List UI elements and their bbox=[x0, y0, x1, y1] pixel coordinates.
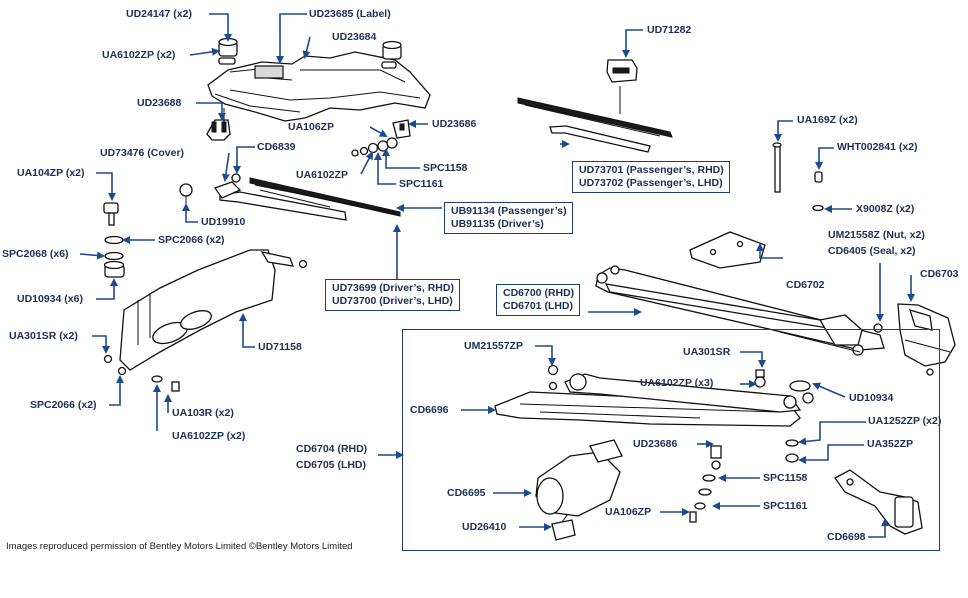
label-x9008z[interactable]: X9008Z (x2) bbox=[856, 203, 915, 215]
passenger-wiper-arm-drawing bbox=[517, 59, 673, 153]
label-ud73701[interactable]: UD73701 (Passenger’s, RHD) bbox=[579, 164, 724, 176]
label-ud10934-x6[interactable]: UD10934 (x6) bbox=[17, 293, 83, 305]
label-ud26410[interactable]: UD26410 bbox=[462, 521, 507, 533]
label-cd6702[interactable]: CD6702 bbox=[786, 279, 825, 291]
label-spc1161-top[interactable]: SPC1161 bbox=[399, 178, 444, 190]
label-cd6405[interactable]: CD6405 (Seal, x2) bbox=[828, 245, 916, 257]
label-ub91134[interactable]: UB91134 (Passenger’s) bbox=[451, 205, 567, 217]
label-cd6701[interactable]: CD6701 (LHD) bbox=[503, 300, 574, 312]
crank-arm-cd6698-drawing bbox=[834, 469, 923, 535]
label-ud73702[interactable]: UD73702 (Passenger’s, LHD) bbox=[579, 177, 723, 189]
label-ua106zp-bottom[interactable]: UA106ZP bbox=[605, 506, 652, 518]
grommet-drawings bbox=[218, 37, 402, 69]
label-ud73700[interactable]: UD73700 (Driver’s, LHD) bbox=[332, 295, 453, 307]
label-ua6102zp-x2-top[interactable]: UA6102ZP (x2) bbox=[102, 49, 176, 61]
label-spc2068[interactable]: SPC2068 (x6) bbox=[2, 248, 69, 260]
label-um21557zp[interactable]: UM21557ZP bbox=[464, 340, 523, 352]
label-ua6102zp-x3[interactable]: UA6102ZP (x3) bbox=[640, 377, 714, 389]
label-cd6698[interactable]: CD6698 bbox=[827, 531, 866, 543]
label-ua169z[interactable]: UA169Z (x2) bbox=[797, 114, 858, 126]
label-spc1161-bottom[interactable]: SPC1161 bbox=[763, 500, 808, 512]
label-ua104zp[interactable]: UA104ZP (x2) bbox=[17, 167, 85, 179]
label-spc2066-x2-top[interactable]: SPC2066 (x2) bbox=[158, 234, 225, 246]
label-ua301sr[interactable]: UA301SR bbox=[683, 346, 731, 358]
label-ud73476[interactable]: UD73476 (Cover) bbox=[100, 147, 185, 159]
label-ub91135[interactable]: UB91135 (Driver’s) bbox=[451, 218, 544, 230]
label-ua6102zp-x2-bottom[interactable]: UA6102ZP (x2) bbox=[172, 430, 246, 442]
label-cd6695[interactable]: CD6695 bbox=[447, 487, 486, 499]
callout-box-passenger-blade: UD73701 (Passenger’s, RHD) UD73702 (Pass… bbox=[572, 161, 730, 193]
scuttle-cover-drawing bbox=[207, 51, 431, 122]
label-ud10934[interactable]: UD10934 bbox=[849, 392, 894, 404]
label-ud23686-top[interactable]: UD23686 bbox=[432, 118, 477, 130]
label-cd6696[interactable]: CD6696 bbox=[410, 404, 449, 416]
label-ua301sr-x2[interactable]: UA301SR (x2) bbox=[9, 330, 78, 342]
fixings-top-drawing bbox=[351, 119, 411, 157]
label-ud71282[interactable]: UD71282 bbox=[647, 24, 692, 36]
label-ua103r[interactable]: UA103R (x2) bbox=[172, 407, 234, 419]
wiper-motor-drawing bbox=[535, 439, 722, 541]
label-ud23688[interactable]: UD23688 bbox=[137, 97, 182, 109]
label-ud24147[interactable]: UD24147 (x2) bbox=[126, 8, 192, 20]
label-ud23685[interactable]: UD23685 (Label) bbox=[309, 8, 391, 20]
label-ud71158[interactable]: UD71158 bbox=[258, 341, 302, 353]
spindle-nut-drawing bbox=[179, 173, 241, 206]
callout-box-linkage: CD6700 (RHD) CD6701 (LHD) bbox=[496, 284, 581, 316]
label-cd6700[interactable]: CD6700 (RHD) bbox=[503, 287, 575, 299]
label-ud23686-bottom[interactable]: UD23686 bbox=[633, 438, 678, 450]
driver-wiper-arm-drawing bbox=[213, 177, 401, 221]
label-wht002841[interactable]: WHT002841 (x2) bbox=[837, 141, 918, 153]
label-spc1158-bottom[interactable]: SPC1158 bbox=[763, 472, 808, 484]
right-fixings-drawing bbox=[689, 142, 824, 269]
label-ua352zp[interactable]: UA352ZP bbox=[867, 438, 914, 450]
label-cd6703[interactable]: CD6703 bbox=[920, 268, 959, 280]
label-ua106zp-top[interactable]: UA106ZP bbox=[288, 121, 335, 133]
label-um21558z[interactable]: UM21558Z (Nut, x2) bbox=[828, 229, 925, 241]
label-ua1252zp[interactable]: UA1252ZP (x2) bbox=[868, 415, 942, 427]
left-fixings-drawing bbox=[103, 202, 180, 392]
label-spc2066-x2-bottom[interactable]: SPC2066 (x2) bbox=[30, 399, 97, 411]
callout-box-arms: UB91134 (Passenger’s) UB91135 (Driver’s) bbox=[444, 202, 573, 234]
copyright-credit: Images reproduced permission of Bentley … bbox=[6, 541, 353, 552]
linkage-assembly-frame bbox=[402, 329, 940, 551]
label-cd6704[interactable]: CD6704 (RHD) bbox=[296, 443, 368, 455]
callout-box-driver-blade: UD73699 (Driver’s, RHD) UD73700 (Driver’… bbox=[325, 279, 460, 311]
label-cd6839[interactable]: CD6839 bbox=[257, 141, 296, 153]
callout-arrows bbox=[79, 13, 915, 538]
mounting-panel-drawing bbox=[119, 249, 308, 371]
label-ud23684[interactable]: UD23684 bbox=[332, 31, 377, 43]
label-spc1158-top[interactable]: SPC1158 bbox=[423, 162, 468, 174]
motor-bracket-cd6703-drawing bbox=[897, 303, 956, 376]
label-ud73699[interactable]: UD73699 (Driver’s, RHD) bbox=[332, 282, 454, 294]
linkage-assembly-cd6704-drawing bbox=[494, 364, 814, 463]
label-cd6705[interactable]: CD6705 (LHD) bbox=[296, 459, 367, 471]
label-ud19910[interactable]: UD19910 bbox=[201, 216, 246, 228]
label-ua6102zp-mid[interactable]: UA6102ZP bbox=[296, 169, 348, 181]
bracket-ud23688-drawing bbox=[206, 108, 231, 141]
